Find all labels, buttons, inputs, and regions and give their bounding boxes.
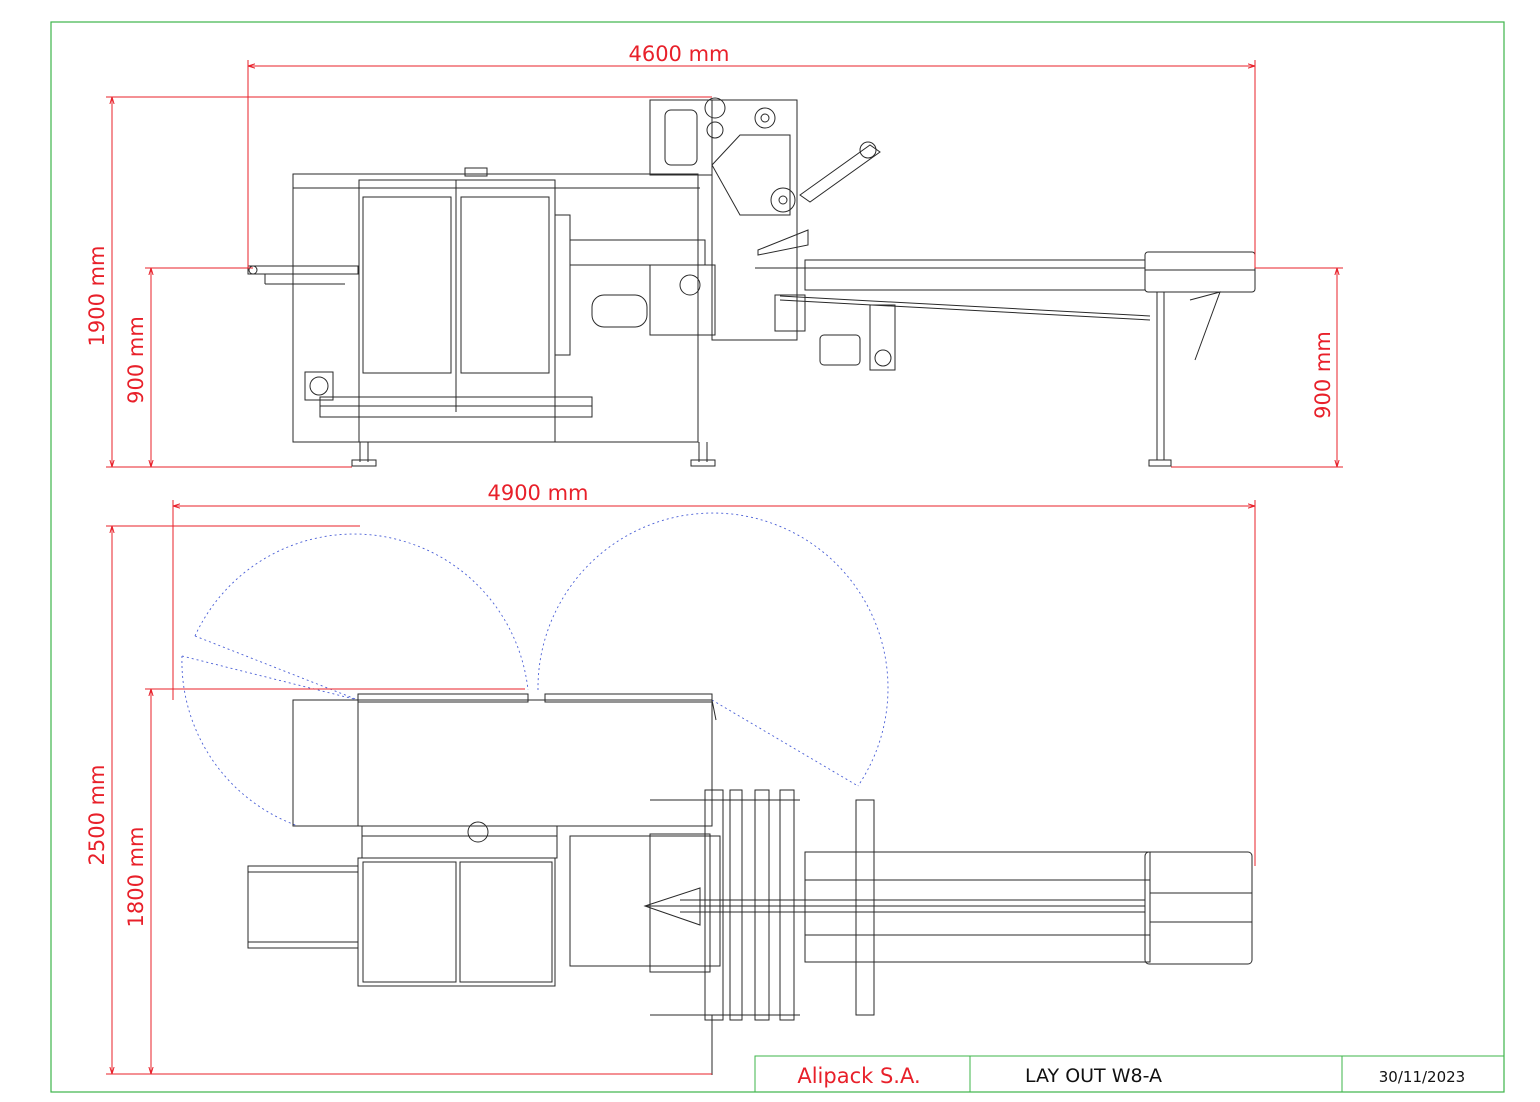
- dim-side-right-height-label: 900 mm: [1311, 331, 1335, 419]
- title-block: [754, 1055, 1505, 1093]
- dim-side-width-label: 4600 mm: [628, 42, 729, 66]
- dim-side-height-label: 1900 mm: [85, 245, 109, 346]
- top-view: [247, 693, 1253, 1075]
- dim-top-inner-depth-label: 1800 mm: [124, 826, 148, 927]
- title-block-drawing-title: LAY OUT W8-A: [1025, 1065, 1162, 1087]
- title-block-company: Alipack S.A.: [797, 1064, 920, 1088]
- dim-top-depth-label: 2500 mm: [85, 764, 109, 865]
- title-block-date: 30/11/2023: [1379, 1068, 1465, 1086]
- side-view-dimensions: [106, 60, 1343, 468]
- swing-arcs: [181, 512, 889, 827]
- dim-side-left-height-label: 900 mm: [124, 316, 148, 404]
- dim-top-width-label: 4900 mm: [487, 481, 588, 505]
- drawing-frame: [50, 21, 1505, 1093]
- top-view-dimensions: [106, 500, 1256, 1075]
- side-view: [247, 97, 1256, 467]
